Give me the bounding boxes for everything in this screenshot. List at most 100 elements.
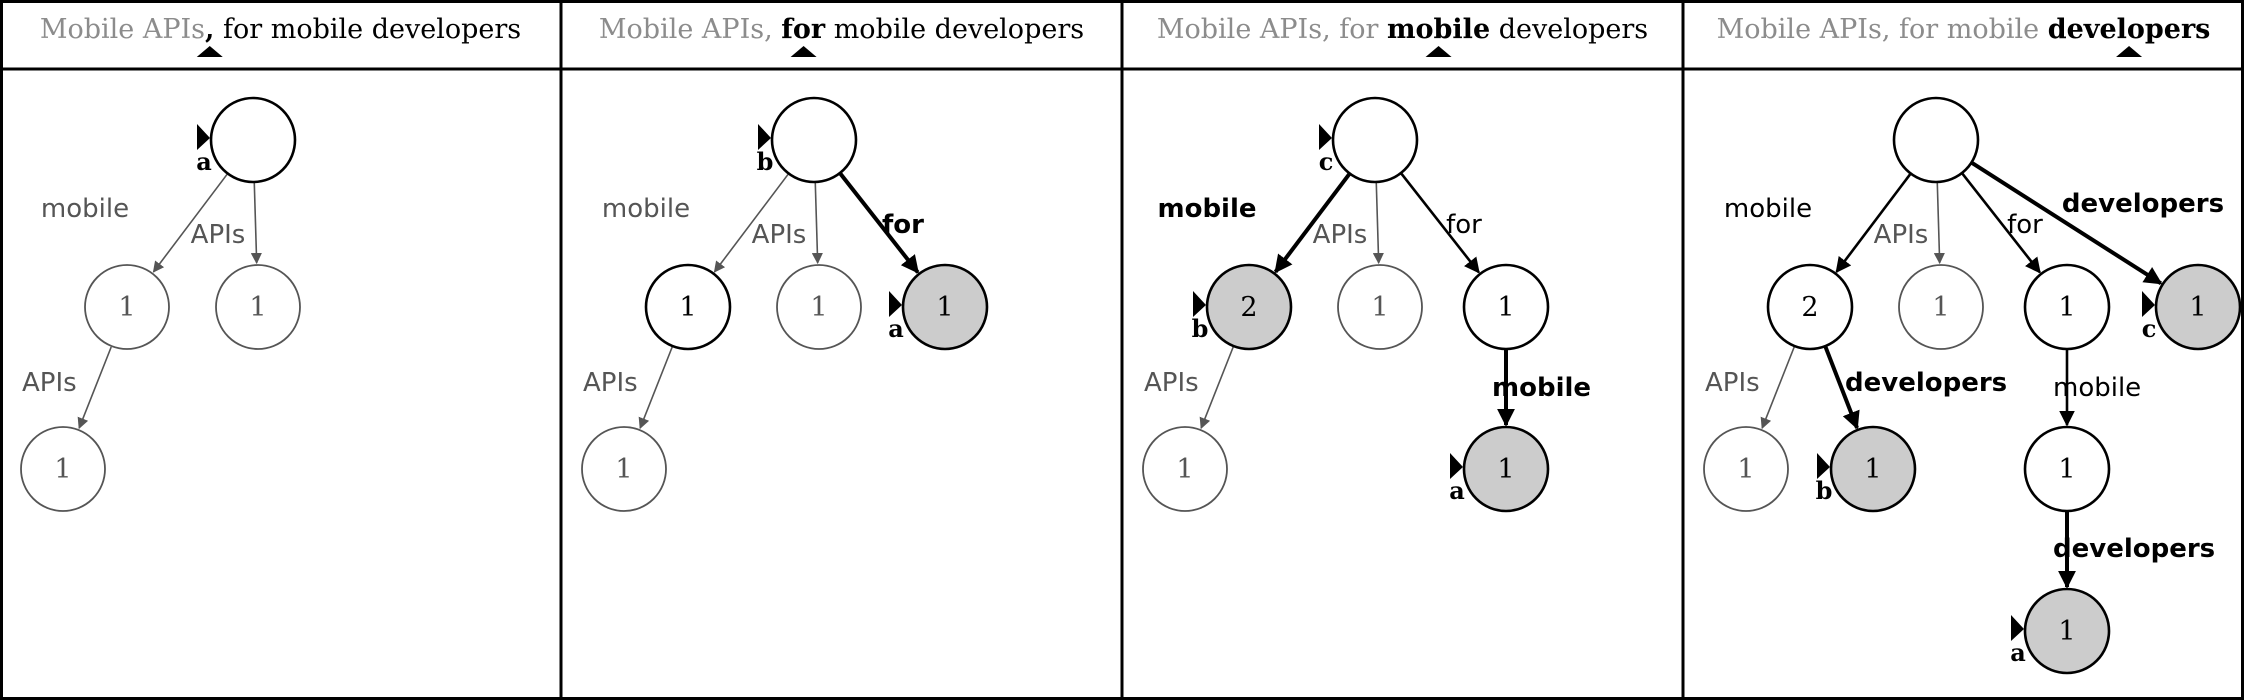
panel-3: Mobile APIs, for mobile developersmobile… xyxy=(1120,0,1683,700)
header-segment: for mobile developers xyxy=(214,14,521,45)
edge-label: mobile xyxy=(41,194,129,224)
edge-root-n4 xyxy=(1400,173,1480,274)
trie-node-root xyxy=(770,96,858,184)
trie-node-n2 xyxy=(1898,264,1984,350)
edge-label: APIs xyxy=(583,368,638,398)
pointer-marker xyxy=(1319,124,1332,150)
header-segment: mobile developers xyxy=(825,14,1084,45)
edge-root-n1 xyxy=(1273,173,1351,274)
node-count: 1 xyxy=(1497,454,1514,485)
node-count: 1 xyxy=(936,292,953,323)
node-count: 1 xyxy=(249,292,266,323)
pointer-label: c xyxy=(2142,314,2157,343)
panel-1: Mobile APIs, for mobile developers mobile… xyxy=(0,14,561,512)
header-segment: Mobile APIs, xyxy=(599,14,781,45)
pointer-label: b xyxy=(1192,314,1209,343)
trie-node-n2 xyxy=(776,264,862,350)
edge-label: developers xyxy=(1845,368,2007,398)
edge-root-n1 xyxy=(713,173,789,273)
trie-node-n1 xyxy=(84,264,170,350)
pointer-label: a xyxy=(196,147,212,176)
edge-label: APIs xyxy=(1313,220,1368,250)
trie-node-n7 xyxy=(1829,425,1917,513)
pointer-label: c xyxy=(1319,147,1334,176)
edge-label: for xyxy=(882,210,924,240)
trie-node-n4 xyxy=(901,263,989,351)
edge-label: APIs xyxy=(22,368,77,398)
edge-label: for xyxy=(2007,210,2043,240)
trie-node-n5 xyxy=(1462,425,1550,513)
header-segment: mobile xyxy=(1387,14,1490,45)
trie-node-n4 xyxy=(2023,263,2111,351)
trie-node-n5 xyxy=(2023,425,2111,513)
trie-node-n3 xyxy=(581,426,667,512)
edge-label: developers xyxy=(2053,534,2215,564)
node-count: 1 xyxy=(679,292,696,323)
current-word-caret xyxy=(2116,46,2143,57)
trie-node-n6 xyxy=(2154,263,2242,351)
node-count: 1 xyxy=(2189,292,2206,323)
trie-node-root xyxy=(1892,96,1980,184)
header-segment: Mobile APIs, for mobile xyxy=(1717,14,2048,45)
edge-n1-n3 xyxy=(1199,346,1234,430)
node-count: 2 xyxy=(1801,292,1818,323)
node-count: 1 xyxy=(1864,454,1881,485)
pointer-marker xyxy=(2011,615,2024,641)
pointer-marker xyxy=(2142,291,2155,317)
trie-node-n2 xyxy=(1337,264,1423,350)
node-count: 1 xyxy=(2058,616,2075,647)
panel-4: Mobile APIs, for mobile developers mobile… xyxy=(1681,0,2244,700)
edge-label: APIs xyxy=(1874,220,1929,250)
pointer-label: a xyxy=(1449,476,1465,505)
pointer-label: a xyxy=(888,314,904,343)
panel-header: Mobile APIs, for mobile developers xyxy=(1157,14,1648,45)
node-count: 1 xyxy=(615,454,632,485)
pointer-marker xyxy=(1450,453,1463,479)
header-segment: Mobile APIs xyxy=(40,14,205,45)
node-count: 2 xyxy=(1240,292,1257,323)
panel-2: Mobile APIs, for mobile developers mobile… xyxy=(559,0,1122,700)
edge-root-n2 xyxy=(250,182,262,265)
edge-root-n6 xyxy=(1971,161,2163,286)
edge-n1-n3 xyxy=(1760,346,1795,430)
trie-node-n2 xyxy=(215,264,301,350)
edge-root-n4 xyxy=(838,172,920,274)
panel-header: Mobile APIs, for mobile developers xyxy=(1717,14,2211,45)
panel-header: Mobile APIs, for mobile developers xyxy=(40,14,521,45)
trie-node-n8 xyxy=(2023,587,2111,675)
header-segment: for xyxy=(781,14,826,45)
edge-label: APIs xyxy=(752,220,807,250)
edge-label: mobile xyxy=(1157,194,1256,224)
trie-node-n1 xyxy=(1766,263,1854,351)
node-count: 1 xyxy=(118,292,135,323)
current-word-caret xyxy=(790,46,817,57)
node-count: 1 xyxy=(54,454,71,485)
edge-label: mobile xyxy=(602,194,690,224)
trie-node-n3 xyxy=(1703,426,1789,512)
pointer-marker xyxy=(197,124,210,150)
pointer-marker xyxy=(1193,291,1206,317)
pointer-label: b xyxy=(757,147,774,176)
node-count: 1 xyxy=(1497,292,1514,323)
header-segment: developers xyxy=(2048,14,2211,45)
trie-node-n4 xyxy=(1462,263,1550,351)
trie-node-root xyxy=(209,96,297,184)
node-count: 1 xyxy=(2058,292,2075,323)
edge-label: mobile xyxy=(1492,373,1591,403)
pointer-label: a xyxy=(2010,638,2026,667)
edge-root-n1 xyxy=(152,173,228,273)
edge-label: APIs xyxy=(191,220,246,250)
trie-node-n1 xyxy=(644,263,732,351)
edge-root-n2 xyxy=(811,182,823,265)
node-count: 1 xyxy=(1371,292,1388,323)
edge-label: APIs xyxy=(1705,368,1760,398)
edge-n1-n3 xyxy=(638,346,673,430)
edge-n1-n3 xyxy=(77,346,112,430)
header-segment: Mobile APIs, for xyxy=(1157,14,1387,45)
node-count: 1 xyxy=(1176,454,1193,485)
pointer-label: b xyxy=(1816,476,1833,505)
edge-label: mobile xyxy=(2053,373,2141,403)
edge-n1-n7 xyxy=(1823,346,1860,430)
trie-node-n3 xyxy=(1142,426,1228,512)
